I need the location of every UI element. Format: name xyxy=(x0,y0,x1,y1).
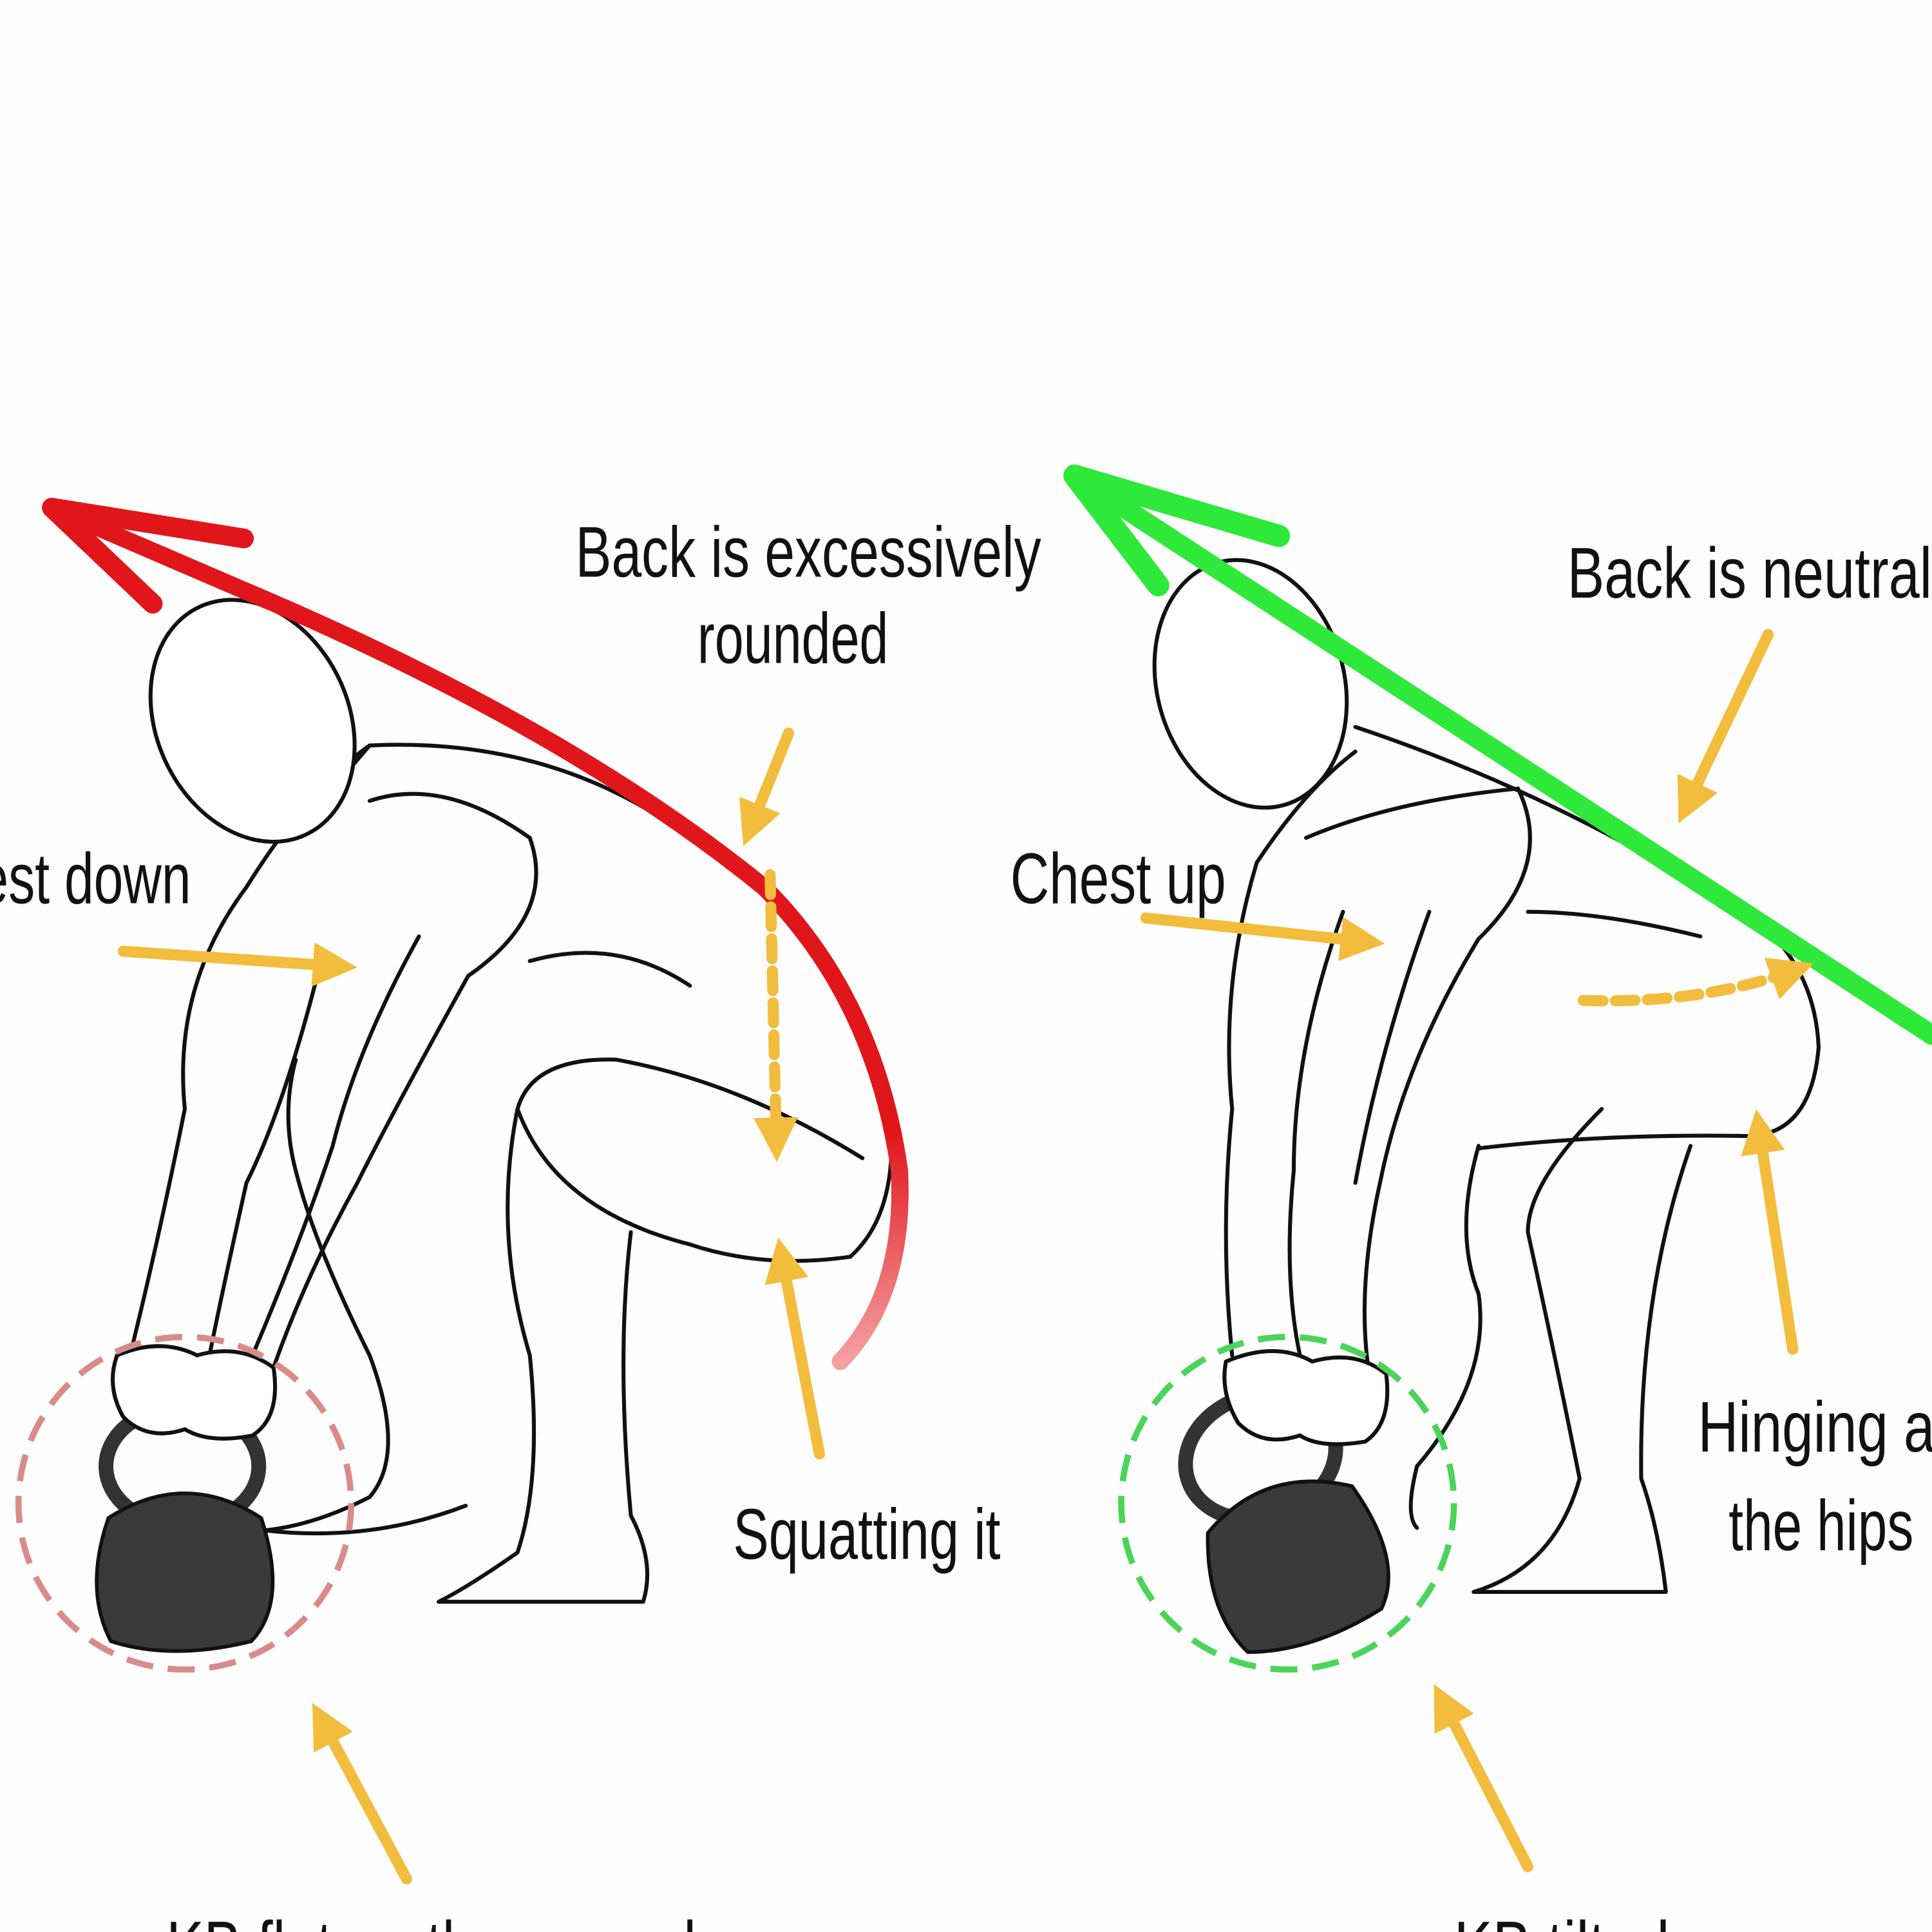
left-kettlebell-highlight-circle xyxy=(15,1334,355,1673)
right-body-outline xyxy=(1353,724,1821,1151)
label-chest-up: Chest up xyxy=(1010,838,1226,918)
right-chest xyxy=(1304,786,1703,939)
label-back-rounded-line2: rounded xyxy=(697,598,889,678)
right-kettlebell-highlight-circle xyxy=(1118,1334,1457,1673)
green-arrowhead-icon xyxy=(1063,464,1291,597)
right-kettlebell-body xyxy=(1206,1479,1390,1654)
right-figure-correct xyxy=(1152,558,1821,1654)
label-back-rounded-line1: Back is excessively xyxy=(575,512,1041,592)
label-back-neutral: Back is neutral xyxy=(1567,533,1932,613)
arrow-squatting-icon xyxy=(764,1237,825,1460)
arrow-back-neutral-icon xyxy=(1677,629,1774,824)
label-kb-tilted: KB tilted xyxy=(1454,1907,1670,1932)
right-near-arm xyxy=(1255,750,1532,1382)
arrow-hinging-icon xyxy=(1741,1109,1799,1355)
right-back-leg xyxy=(1408,1144,1482,1530)
arrow-hip-drop-icon xyxy=(753,869,798,1162)
left-body-outline xyxy=(367,743,894,1263)
rounded-back-indicator xyxy=(42,497,909,1370)
label-kb-flat: KB flat on the ground xyxy=(166,1907,696,1932)
left-kettlebell-body xyxy=(95,1492,275,1653)
right-far-arm xyxy=(1224,860,1345,1382)
arrow-chest-down-icon xyxy=(117,942,357,987)
right-hands xyxy=(1222,1349,1390,1446)
arrow-kb-tilted-icon xyxy=(1434,1684,1534,1873)
left-chest xyxy=(330,743,692,988)
right-near-leg xyxy=(1472,1106,1693,1594)
left-hands xyxy=(110,1344,278,1441)
pointer-arrows xyxy=(117,629,1814,1885)
label-hinging-line1: Hinging at xyxy=(1698,1387,1932,1467)
arrow-back-rounded-icon xyxy=(739,727,795,846)
left-head xyxy=(148,598,357,844)
left-back-leg xyxy=(263,1057,468,1536)
label-squatting: Squatting it xyxy=(733,1494,1000,1574)
left-near-arm xyxy=(234,743,538,1407)
arrow-kb-flat-icon xyxy=(312,1703,412,1885)
neutral-back-indicator xyxy=(1063,464,1932,1045)
left-figure-incorrect xyxy=(95,598,894,1653)
label-hinging-line2: the hips xyxy=(1728,1486,1913,1566)
arrow-hip-hinge-icon xyxy=(1577,957,1814,1007)
left-near-shin xyxy=(437,1106,650,1604)
label-chest-down: Chest down xyxy=(0,838,191,918)
arrow-chest-up-icon xyxy=(1140,912,1385,961)
left-near-thigh xyxy=(515,1057,865,1247)
